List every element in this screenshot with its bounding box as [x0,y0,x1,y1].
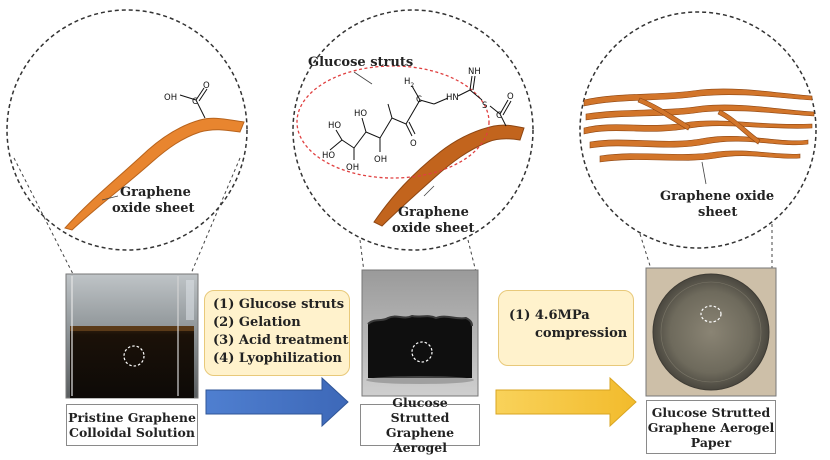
step-2-1: (1) 4.6MPa [509,308,590,323]
process-arrow-yellow [495,376,637,428]
chem-hn: HN [446,93,459,103]
photo-pristine-solution [65,273,199,399]
glucose-struts-ellipse [296,65,490,179]
glucose-struts-label: Glucose struts [308,55,413,70]
step-1-4: (4) Lyophilization [213,351,343,366]
process-arrow-blue [205,376,349,428]
chem-h2: H2 [404,77,414,89]
chem-oh-1: OH [346,163,359,173]
caption-aerogel-line2: Graphene Aerogel [385,425,455,455]
connector-left-aerogel [359,239,365,273]
zoom-label-pristine-line1: Graphene [120,185,191,200]
zoom-label-aerogel-line2: oxide sheet [392,221,475,236]
chem-o-pristine: O [203,81,210,91]
caption-paper-line3: Paper [690,434,732,450]
chem-o: O [410,139,417,149]
zoom-circle-aerogel: Glucose struts HO HO HO OH OH [292,9,534,251]
chem-ho-1: HO [322,151,335,161]
caption-paper-line2: Graphene Aerogel [647,419,775,435]
chem-nh: NH [468,67,481,77]
caption-pristine-line2: Colloidal Solution [69,425,195,440]
caption-aerogel-line1: Glucose Strutted [390,395,450,425]
zoom-label-paper-line2: sheet [698,205,737,220]
process-steps-box-2: (1) 4.6MPa compression [498,290,634,366]
caption-paper: Glucose Strutted Graphene Aerogel Paper [646,400,776,454]
glucose-chain-bonds [329,75,512,160]
chem-c-2: C [496,111,502,121]
chem-oh-2: OH [374,155,387,165]
process-steps-box-1: (1) Glucose struts (2) Gelation (3) Acid… [204,290,350,376]
chem-ho-3: HO [354,109,367,119]
step-1-1: (1) Glucose struts [213,297,345,312]
zoom-circle-paper: Graphene oxide sheet [579,11,817,249]
chem-oh-pristine: OH [164,93,177,103]
stacked-graphene-sheets [583,88,815,163]
photo-aerogel [361,269,479,397]
chem-c: C [416,95,422,105]
graphene-sheet-pristine [64,117,245,231]
caption-aerogel: Glucose Strutted Graphene Aerogel [360,395,480,455]
graphene-sheet-aerogel [373,124,525,227]
photo-aerogel-paper [645,267,777,397]
connector-left-paper [639,233,653,273]
connector-right-aerogel [467,239,477,273]
caption-paper-line1: Glucose Strutted [651,404,771,420]
chem-s: S [482,101,487,111]
connector-left-pristine [13,157,75,277]
chem-c-pristine: C [192,97,198,107]
step-1-2: (2) Gelation [213,315,301,330]
zoom-circle-pristine: OH C O Graphene oxide sheet [6,9,248,251]
step-2-2: compression [535,326,628,341]
zoom-label-pristine-line2: oxide sheet [112,201,195,216]
caption-pristine: Pristine Graphene Colloidal Solution [66,404,198,446]
caption-pristine-line1: Pristine Graphene [68,410,196,425]
chem-o-2: O [507,92,514,102]
zoom-label-paper-line1: Graphene oxide [660,189,774,204]
chem-ho-2: HO [328,121,341,131]
step-1-3: (3) Acid treatment [213,333,349,348]
zoom-label-aerogel-line1: Graphene [398,205,469,220]
